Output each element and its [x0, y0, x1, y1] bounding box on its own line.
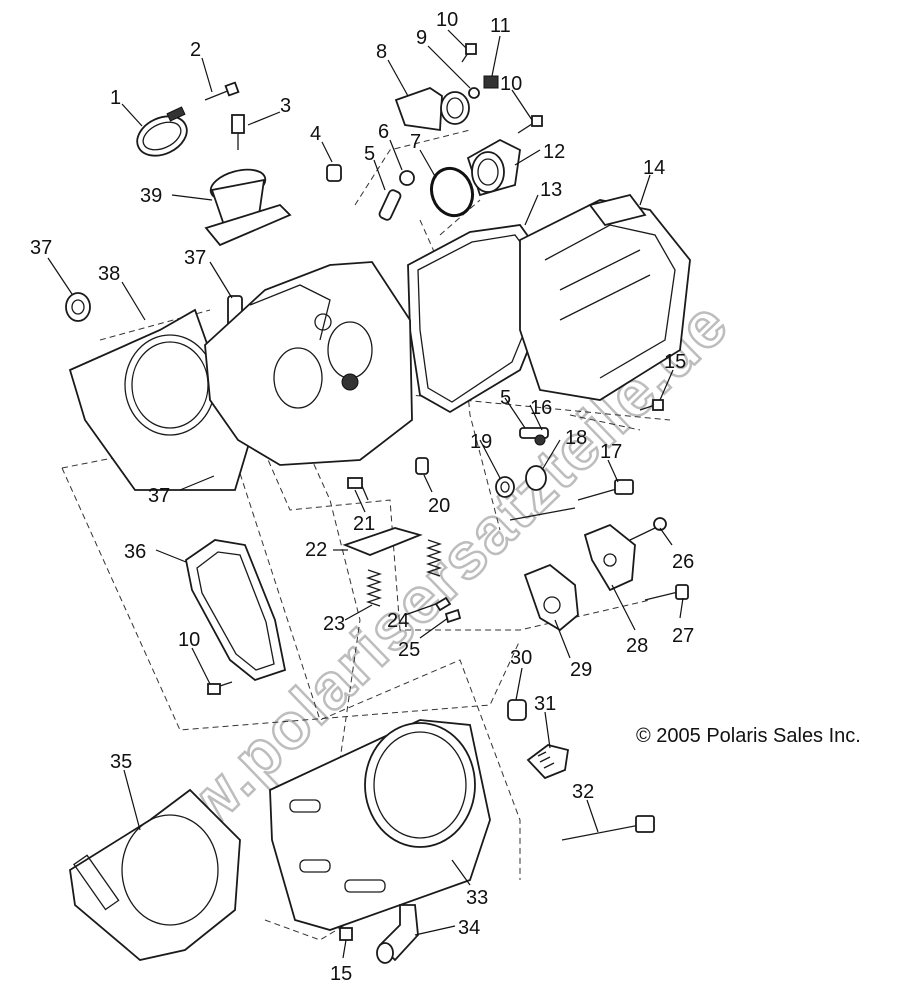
- callout-3: 3: [280, 95, 291, 117]
- part-34-elbow: [376, 904, 419, 964]
- callout-4: 4: [310, 123, 321, 145]
- callout-27: 27: [672, 625, 694, 647]
- part-1-hose-clamp: [136, 106, 188, 157]
- part-11-bleeder-screw: [483, 75, 499, 89]
- part-10-screw-right: [517, 115, 543, 134]
- part-2-screw: [204, 81, 240, 101]
- part-17-head-bolt: [509, 479, 634, 521]
- callout-2: 2: [190, 39, 201, 61]
- callout-31: 31: [534, 693, 556, 715]
- part-23-springs: [365, 539, 443, 607]
- part-8-thermostat-elbow: [394, 87, 470, 132]
- callout-17: 17: [600, 441, 622, 463]
- part-9-washer: [468, 87, 480, 99]
- part-19-seal: [495, 476, 515, 498]
- part-10-screw-top: [461, 43, 477, 63]
- callout-numbers: 1 2 3 4 5 6 7 8 9 10 10 11 12 13 14 15 5…: [30, 9, 694, 985]
- part-5-valve-guide: [378, 189, 402, 221]
- callout-35: 35: [110, 751, 132, 773]
- callout-36: 36: [124, 541, 146, 563]
- callout-29: 29: [570, 659, 592, 681]
- callout-16: 16: [530, 397, 552, 419]
- part-15-screw-upper: [639, 399, 664, 411]
- part-29-bracket: [523, 563, 579, 632]
- callout-5: 5: [500, 387, 511, 409]
- callout-12: 12: [543, 141, 565, 163]
- part-36-gasket: [185, 539, 287, 682]
- part-14-valve-cover: [519, 193, 691, 401]
- part-26-bolt: [629, 517, 667, 541]
- copyright-text: © 2005 Polaris Sales Inc.: [636, 725, 861, 747]
- part-31-fitting: [526, 744, 570, 780]
- callout-21: 21: [353, 513, 375, 535]
- callout-37: 37: [148, 485, 170, 507]
- part-15-screw-lower: [339, 927, 353, 941]
- callout-8: 8: [376, 41, 387, 63]
- callout-32: 32: [572, 781, 594, 803]
- part-24-keeper: [434, 596, 452, 612]
- callout-24: 24: [387, 610, 409, 632]
- part-20-dowel: [415, 457, 429, 475]
- part-35-base-gasket: [69, 788, 241, 961]
- part-39-intake-boot: [204, 168, 292, 247]
- callout-10: 10: [436, 9, 458, 31]
- callout-7: 7: [410, 131, 421, 153]
- callout-30: 30: [510, 647, 532, 669]
- callout-37: 37: [30, 237, 52, 259]
- part-28-bracket: [583, 523, 636, 592]
- callout-1: 1: [110, 87, 121, 109]
- part-3-bolt: [231, 114, 245, 150]
- callout-6: 6: [378, 121, 389, 143]
- part-4-dowel-pin: [326, 164, 342, 182]
- callout-33: 33: [466, 887, 488, 909]
- part-32-stud-bolt: [561, 815, 655, 841]
- callout-5: 5: [364, 143, 375, 165]
- callout-14: 14: [643, 157, 665, 179]
- leader-lines: [47, 29, 684, 959]
- callout-10: 10: [500, 73, 522, 95]
- callout-11: 11: [490, 15, 511, 37]
- part-12-thermostat-housing: [466, 138, 521, 197]
- callout-10: 10: [178, 629, 200, 651]
- callout-18: 18: [565, 427, 587, 449]
- callout-19: 19: [470, 431, 492, 453]
- callout-25: 25: [398, 639, 420, 661]
- callout-38: 38: [98, 263, 120, 285]
- part-30-dowel: [507, 699, 527, 721]
- part-22-gasket: [342, 527, 423, 556]
- callout-28: 28: [626, 635, 648, 657]
- part-10-screw-lower: [207, 681, 233, 695]
- callout-22: 22: [305, 539, 327, 561]
- callout-15: 15: [330, 963, 352, 985]
- part-6-seal: [399, 170, 415, 186]
- callout-15: 15: [664, 351, 686, 373]
- part-21-bolt: [347, 477, 369, 501]
- part-37-seal-top: [65, 292, 91, 322]
- callout-37: 37: [184, 247, 206, 269]
- callout-20: 20: [428, 495, 450, 517]
- callout-23: 23: [323, 613, 345, 635]
- callout-26: 26: [672, 551, 694, 573]
- part-7-o-ring: [429, 166, 475, 218]
- callout-13: 13: [540, 179, 562, 201]
- callout-39: 39: [140, 185, 162, 207]
- callout-9: 9: [416, 27, 427, 49]
- part-16-guide: [519, 427, 549, 446]
- callout-34: 34: [458, 917, 480, 939]
- part-27-bolt: [644, 584, 689, 601]
- part-25-keeper: [444, 608, 462, 624]
- part-18-plug: [525, 465, 547, 491]
- part-33-cylinder: [269, 719, 491, 931]
- cylinder-head: [204, 261, 413, 466]
